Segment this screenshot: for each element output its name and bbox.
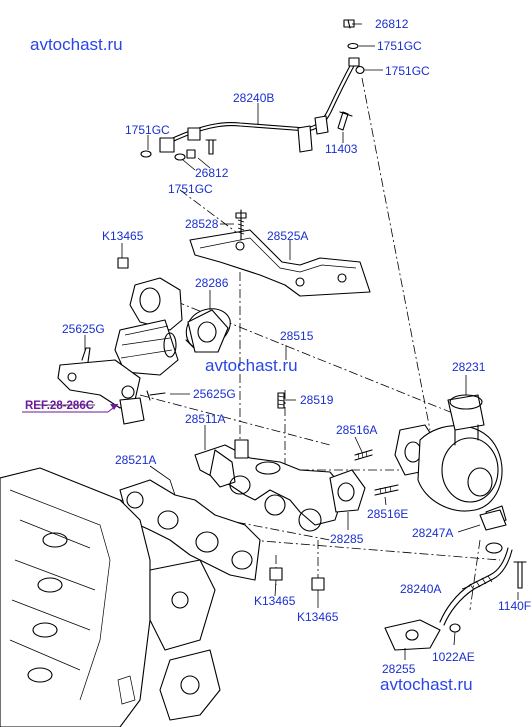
oil-feed-pipe bbox=[140, 19, 365, 161]
part-label-1751gc-bot: 1751GC bbox=[168, 182, 213, 196]
catalytic-converter bbox=[57, 277, 231, 425]
part-label-1022ae: 1022AE bbox=[432, 650, 475, 664]
gaskets bbox=[187, 309, 366, 513]
part-label-28521a: 28521A bbox=[115, 453, 156, 467]
part-labels: 26812 1751GC 1751GC 28240B 1751GC 26812 … bbox=[62, 17, 531, 676]
heat-shield bbox=[189, 209, 371, 297]
part-label-28528: 28528 bbox=[185, 217, 219, 231]
part-label-k13465-b: K13465 bbox=[297, 610, 339, 624]
oil-return-pipe bbox=[384, 509, 527, 651]
part-label-28519: 28519 bbox=[300, 393, 334, 407]
part-label-28525a: 28525A bbox=[267, 229, 308, 243]
part-label-k13465-a: K13465 bbox=[254, 594, 296, 608]
part-label-11403: 11403 bbox=[325, 142, 358, 156]
part-label-28516e: 28516E bbox=[367, 507, 408, 521]
exhaust-manifold bbox=[194, 392, 346, 532]
studs bbox=[117, 257, 399, 591]
part-label-28255: 28255 bbox=[382, 662, 416, 676]
watermark-middle: avtochast.ru bbox=[205, 356, 298, 375]
part-label-1751gc-b: 1751GC bbox=[385, 64, 430, 78]
turbocharger bbox=[394, 394, 507, 527]
part-label-28231: 28231 bbox=[452, 360, 486, 374]
part-label-26812-mid: 26812 bbox=[195, 166, 229, 180]
part-label-25625g-a: 25625G bbox=[62, 322, 105, 336]
part-label-28286: 28286 bbox=[195, 276, 229, 290]
part-label-28240b: 28240B bbox=[233, 91, 274, 105]
watermark-top: avtochast.ru bbox=[30, 35, 123, 54]
part-label-28247a: 28247A bbox=[412, 526, 453, 540]
reference-arrow bbox=[22, 403, 119, 413]
leader-lines bbox=[40, 23, 519, 660]
manifold-gasket bbox=[119, 479, 261, 581]
part-label-28240a: 28240A bbox=[400, 582, 441, 596]
part-label-28511a: 28511A bbox=[185, 412, 225, 426]
engine-block bbox=[0, 467, 221, 727]
part-label-k13465-top: K13465 bbox=[102, 229, 144, 243]
part-label-1140f: 1140F bbox=[498, 599, 531, 613]
part-label-1751gc-left: 1751GC bbox=[125, 123, 170, 137]
reference-label: REF.28-286C bbox=[25, 400, 94, 412]
part-label-25625g-b: 25625G bbox=[193, 387, 236, 401]
part-label-28285: 28285 bbox=[330, 532, 364, 546]
watermark-bottom: avtochast.ru bbox=[380, 675, 473, 694]
part-label-1751gc-a: 1751GC bbox=[377, 39, 422, 53]
part-label-26812-top: 26812 bbox=[375, 17, 409, 31]
part-label-28515: 28515 bbox=[280, 329, 314, 343]
part-label-28516a: 28516A bbox=[336, 423, 377, 437]
